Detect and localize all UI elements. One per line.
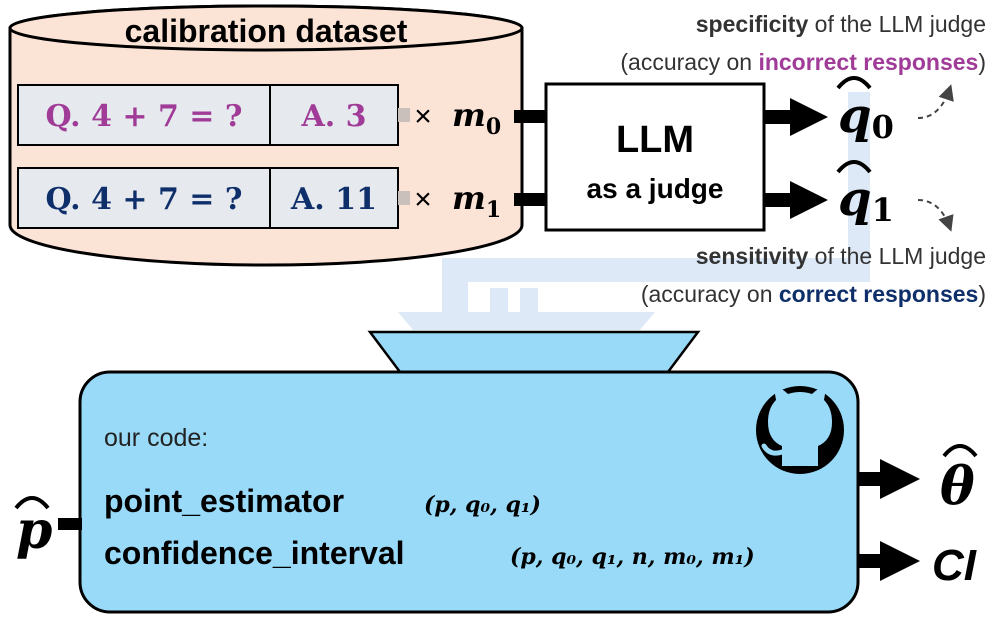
judge-line2: as a judge	[587, 173, 724, 204]
arrow-to-q1	[764, 181, 828, 219]
function-point-estimator: point_estimator	[104, 483, 344, 519]
hat-q0	[836, 76, 872, 90]
code-box	[78, 370, 860, 614]
arrow-to-ci	[858, 541, 920, 581]
hat-q1	[836, 160, 872, 174]
judge-line1: LLM	[616, 119, 694, 161]
output-q1: q1	[838, 171, 894, 229]
dashed-arrow-specificity	[917, 84, 954, 119]
input-p: p	[16, 500, 52, 561]
function-confidence-interval: confidence_interval	[104, 535, 405, 571]
arrow-to-q0	[764, 98, 828, 136]
dataset-row-incorrect: Q. 4 + 7 = ? A. 3	[17, 84, 410, 146]
output-q0: q0	[838, 88, 894, 146]
output-ci: CI	[932, 541, 977, 590]
dataset-row-correct: Q. 4 + 7 = ? A. 11	[17, 167, 410, 229]
hat-theta	[942, 444, 978, 458]
arrow-to-theta	[858, 459, 920, 499]
connector-row0	[514, 110, 546, 123]
count-m0: m0	[452, 96, 501, 140]
question-incorrect: Q. 4 + 7 = ?	[46, 99, 243, 134]
output-theta: θ	[940, 456, 975, 517]
sensitivity-line1: sensitivity of the LLM judge	[696, 243, 986, 269]
count-m1: m1	[452, 179, 501, 223]
github-icon	[756, 386, 844, 474]
function-confidence-interval-args: (p, q₀, q₁, n, m₀, m₁)	[510, 544, 755, 570]
input-connector	[58, 518, 82, 530]
specificity-line1: specificity of the LLM judge	[696, 11, 986, 37]
specificity-line2: (accuracy on incorrect responses)	[620, 49, 986, 75]
times-sign-0: ×	[414, 100, 432, 133]
hat-p	[14, 496, 50, 510]
answer-incorrect: A. 3	[300, 99, 366, 134]
code-header: our code:	[104, 424, 208, 452]
times-sign-1: ×	[414, 183, 432, 216]
llm-judge-box	[544, 82, 766, 232]
answer-correct: A. 11	[290, 182, 377, 217]
dataset-title: calibration dataset	[125, 13, 408, 49]
connector-row1	[514, 193, 546, 206]
function-point-estimator-args: (p, q₀, q₁)	[424, 492, 541, 518]
funnel-shape	[367, 330, 701, 374]
flow-background	[398, 92, 870, 330]
sensitivity-line2: (accuracy on correct responses)	[641, 281, 986, 307]
question-correct: Q. 4 + 7 = ?	[46, 182, 243, 217]
dashed-arrow-sensitivity	[917, 199, 954, 232]
